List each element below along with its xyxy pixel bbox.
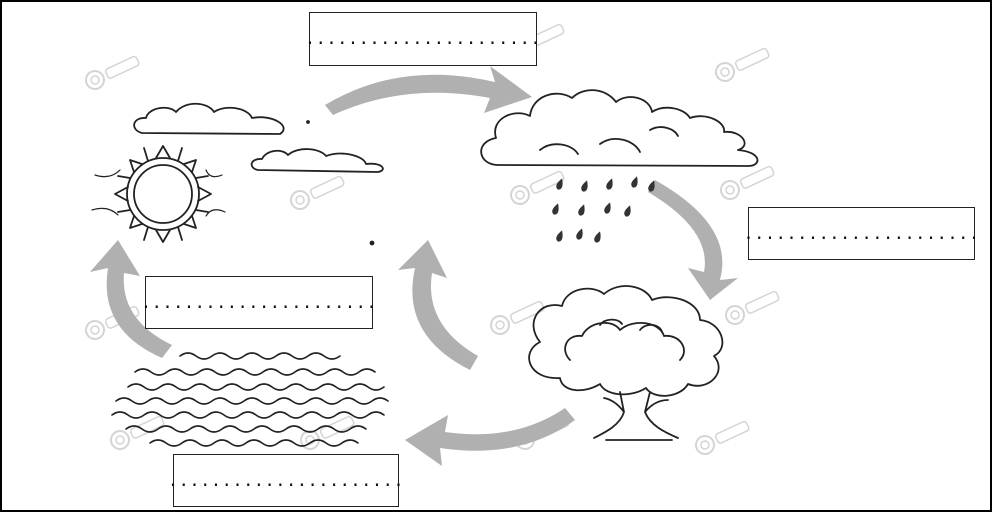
- arrow-tree-to-water: [405, 408, 575, 466]
- label-box-bottom-text: ......................: [167, 470, 405, 491]
- arrow-cloud-to-tree: [648, 180, 738, 300]
- label-box-left[interactable]: ......................: [141, 276, 377, 329]
- rain-drops-icon: [552, 176, 655, 243]
- water-waves-icon: [111, 352, 389, 447]
- label-box-right[interactable]: ......................: [743, 207, 979, 260]
- stray-mark: [369, 240, 375, 246]
- cycle-arrows: [90, 66, 738, 466]
- label-box-left-text: ......................: [140, 292, 378, 313]
- cloud-small-right: [250, 148, 384, 173]
- arrow-evaporation-to-cloud: [325, 66, 532, 115]
- rain-cloud-icon: [480, 89, 759, 167]
- cloud-detail-lines: [539, 126, 679, 155]
- sun-icon: [91, 145, 226, 243]
- stray-mark: [306, 120, 310, 124]
- label-box-bottom[interactable]: ......................: [168, 454, 404, 507]
- label-box-right-text: ......................: [743, 223, 980, 244]
- cloud-small-top: [133, 102, 285, 135]
- label-box-top-text: ......................: [304, 29, 542, 49]
- arrow-water-to-sun: [90, 240, 172, 358]
- tree-icon: [528, 285, 724, 441]
- arrow-center-upward: [398, 240, 478, 370]
- label-box-top[interactable]: ......................: [305, 12, 541, 66]
